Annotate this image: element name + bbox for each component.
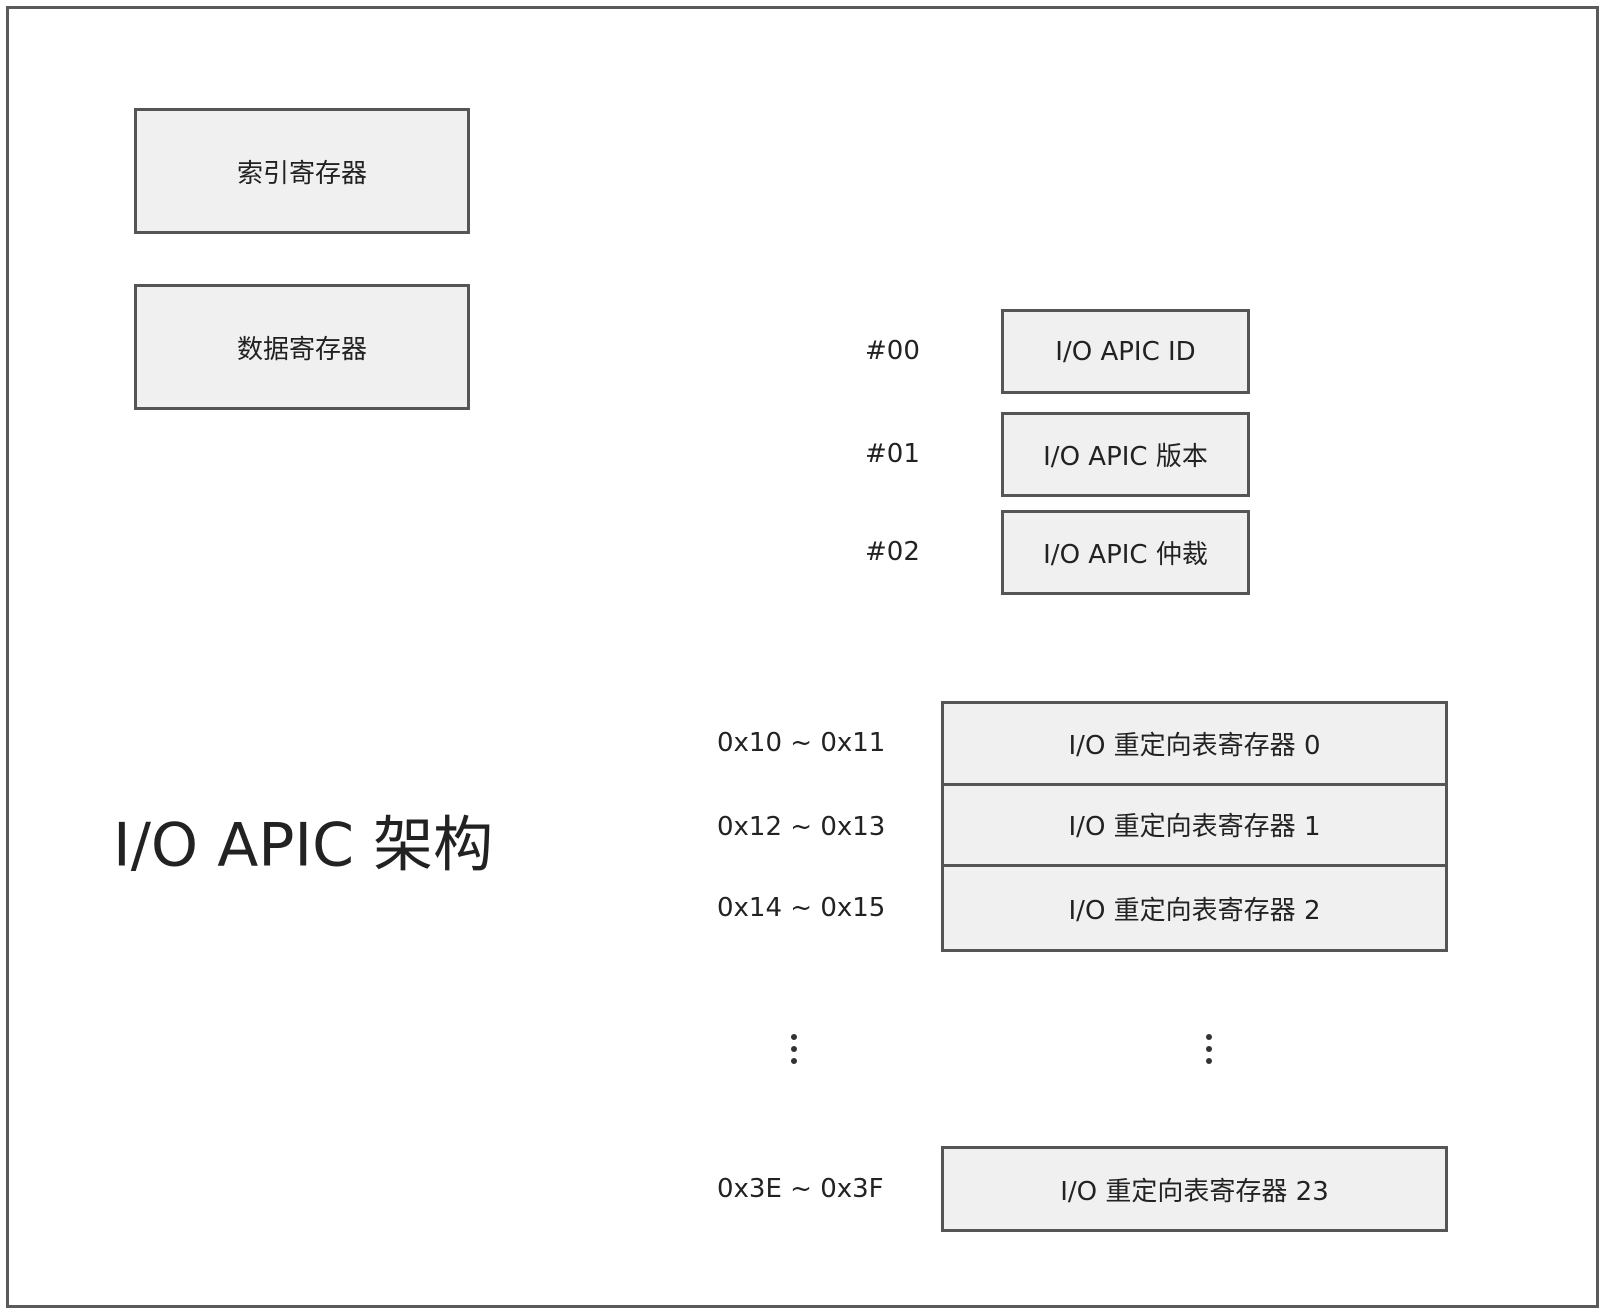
redirection-entry: I/O 重定向表寄存器 2 (944, 867, 1445, 949)
register-box-version: I/O APIC 版本 (1001, 412, 1250, 497)
entry-name: I/O 重定向表寄存器 23 (1060, 1176, 1329, 1207)
offset-label: 0x14 ~ 0x15 (717, 893, 886, 923)
ellipsis-vertical-icon (1206, 1034, 1212, 1064)
offset-label: 0x12 ~ 0x13 (717, 812, 886, 842)
index-register-label: 索引寄存器 (236, 158, 367, 189)
register-name: I/O APIC ID (1055, 336, 1196, 367)
offset-label: #00 (865, 336, 920, 366)
redirection-entry: I/O 重定向表寄存器 1 (944, 786, 1445, 868)
entry-name: I/O 重定向表寄存器 1 (1068, 812, 1321, 843)
entry-name: I/O 重定向表寄存器 0 (1068, 730, 1321, 761)
redirection-entry: I/O 重定向表寄存器 0 (944, 704, 1445, 786)
offset-label: 0x3E ~ 0x3F (717, 1174, 884, 1204)
diagram-frame (6, 6, 1599, 1308)
redirection-entry-last: I/O 重定向表寄存器 23 (941, 1146, 1448, 1232)
offset-label: #01 (865, 439, 920, 469)
data-register-label: 数据寄存器 (236, 334, 367, 365)
data-register-box: 数据寄存器 (134, 284, 470, 410)
offset-label: #02 (865, 537, 920, 567)
register-box-id: I/O APIC ID (1001, 309, 1250, 394)
redirection-table: I/O 重定向表寄存器 0 I/O 重定向表寄存器 1 I/O 重定向表寄存器 … (941, 701, 1448, 952)
register-name: I/O APIC 仲裁 (1043, 540, 1208, 570)
offset-label: 0x10 ~ 0x11 (717, 728, 886, 758)
register-name: I/O APIC 版本 (1043, 442, 1208, 472)
diagram-title: I/O APIC 架构 (113, 810, 494, 881)
entry-name: I/O 重定向表寄存器 2 (1068, 895, 1321, 926)
ellipsis-vertical-icon (791, 1034, 797, 1064)
index-register-box: 索引寄存器 (134, 108, 470, 234)
register-box-arbitration: I/O APIC 仲裁 (1001, 510, 1250, 595)
